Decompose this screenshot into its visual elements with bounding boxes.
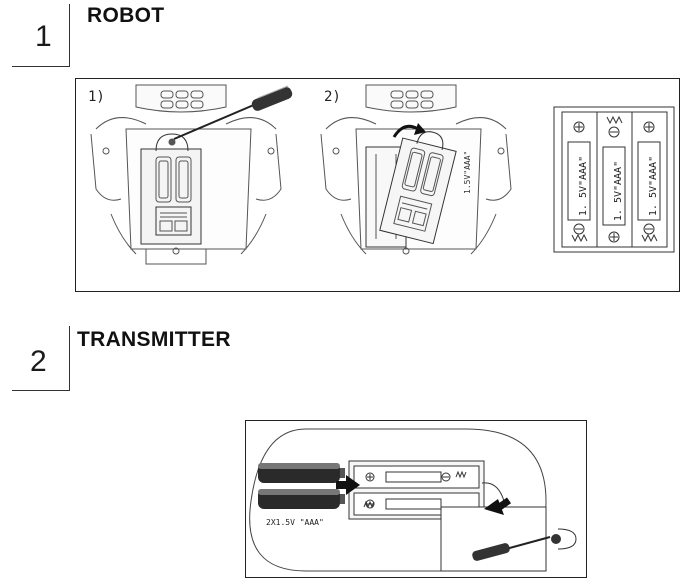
arrow-icon [336,475,360,495]
transmitter-illustration: 2X1.5V "AAA" [249,428,577,572]
screwdriver-icon [173,85,293,140]
step-2-bracket-horizontal [12,390,70,391]
robot-illustration: 1) 1. [88,84,675,265]
arrow-icon [392,124,419,138]
battery-icon [567,141,661,226]
arrow-icon [484,497,512,515]
step-number-1: 1 [35,20,52,53]
step-1-bracket-vertical [69,4,70,66]
battery-slot-label-1: 1. 5V"AAA" [578,156,589,216]
step-1-bracket-horizontal [12,66,70,67]
battery-slot-label-3: 1. 5V"AAA" [648,156,659,216]
robot-instruction-panel: 1) 1. [75,78,680,292]
robot-back-step2 [320,84,512,255]
step-label-2: 2) [324,89,341,105]
screwdriver-icon [472,536,551,561]
battery-compartment-diagram [553,106,675,253]
transmitter-instruction-panel: 2X1.5V "AAA" [245,420,587,578]
step-2-bracket-vertical [69,326,70,390]
battery-icon [258,463,345,509]
battery-slot-label-2: 1. 5V"AAA" [613,161,624,221]
transmitter-battery-caption: 2X1.5V "AAA" [266,518,324,527]
section-title-robot: ROBOT [87,4,165,27]
robot-back-step1 [90,84,282,265]
compartment-battery-label: 1.5V"AAA" [463,151,472,194]
step-label-1: 1) [88,89,105,105]
step-number-2: 2 [30,345,47,378]
screw-icon [551,528,577,550]
section-title-transmitter: TRANSMITTER [77,328,231,351]
